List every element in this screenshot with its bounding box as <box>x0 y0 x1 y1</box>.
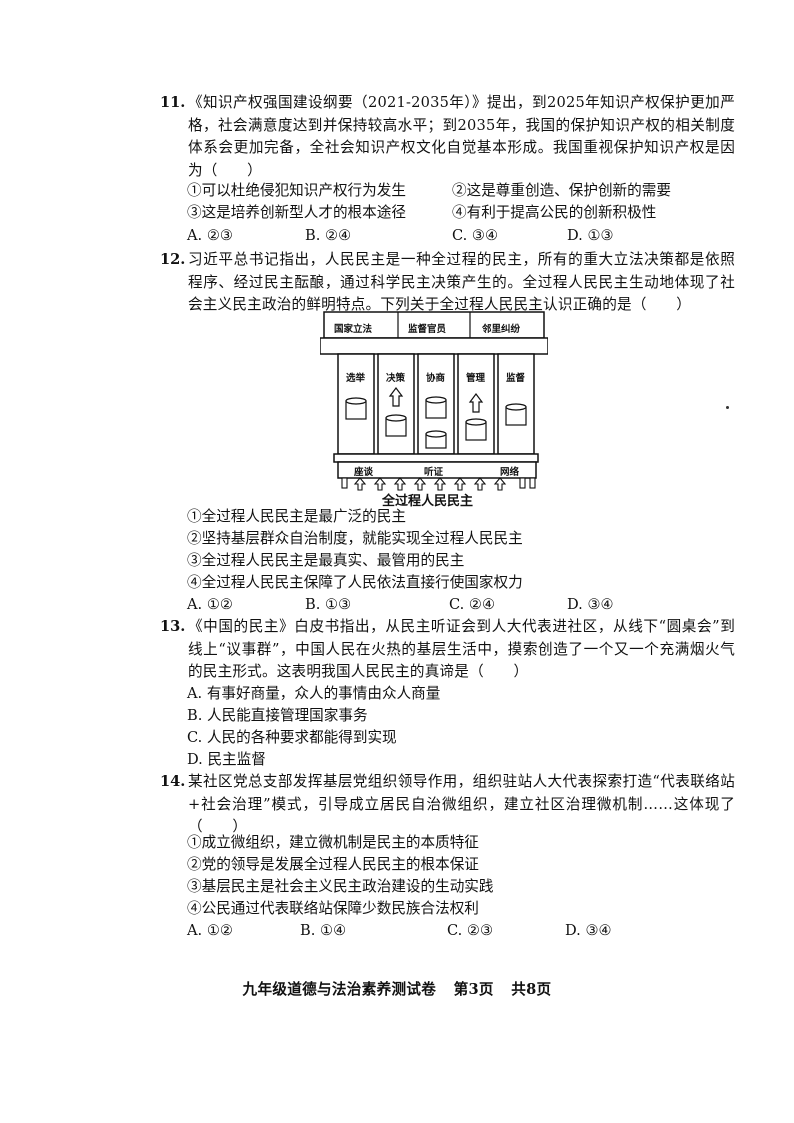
options-row: A. ①② B. ①③ C. ②④ D. ③④ <box>187 594 737 616</box>
option-c[interactable]: C. ②③ <box>447 922 494 939</box>
option-b[interactable]: B. ①③ <box>305 596 352 613</box>
option-b[interactable]: B. 人民能直接管理国家事务 <box>187 707 368 724</box>
question-text: 某社区党总支部发挥基层党组织领导作用，组织驻站人大代表探索打造“代表联络站+社会… <box>188 773 735 835</box>
house-diagram <box>319 311 549 491</box>
option-d[interactable]: D. ①③ <box>567 227 614 244</box>
pillar-label-consultation: 协商 <box>426 373 446 384</box>
statement-3: ③这是培养创新型人才的根本途径 <box>187 204 406 221</box>
statement-1: ①全过程人民民主是最广泛的民主 <box>187 508 406 525</box>
question-13: 13. 《中国的民主》白皮书指出，从民主听证会到人大代表进社区，从线下“圆桌会”… <box>160 616 735 684</box>
option-c[interactable]: C. ③④ <box>452 227 499 244</box>
option-d[interactable]: D. ③④ <box>565 922 612 939</box>
option-a[interactable]: A. 有事好商量，众人的事情由众人商量 <box>187 685 441 702</box>
question-number: 12. <box>160 251 186 268</box>
base-label-online: 网络 <box>500 467 520 478</box>
statement-3: ③全过程人民民主是最真实、最管用的民主 <box>187 552 465 569</box>
footer-title: 九年级道德与法治素养测试卷 <box>242 981 437 998</box>
options-row: A. ②③ B. ②④ C. ③④ D. ①③ <box>187 225 737 247</box>
option-a[interactable]: A. ②③ <box>187 227 233 244</box>
question-text: 《知识产权强国建设纲要（2021-2035年）》提出，到2025年知识产权保护更… <box>188 94 735 179</box>
statement-1: ①成立微组织，建立微机制是民主的本质特征 <box>187 834 479 851</box>
statement-2: ②这是尊重创造、保护创新的需要 <box>452 182 671 199</box>
option-a[interactable]: A. ①② <box>187 922 233 939</box>
statement-4: ④公民通过代表联络站保障少数民族合法权利 <box>187 900 479 917</box>
statement-4: ④全过程人民民主保障了人民依法直接行使国家权力 <box>187 574 523 591</box>
scan-speck <box>726 406 729 409</box>
diagram-caption: 全过程人民民主 <box>382 494 474 509</box>
question-number: 14. <box>160 773 186 790</box>
question-number: 13. <box>160 618 186 635</box>
footer-page: 第3页 <box>453 981 494 998</box>
pillar-label-election: 选举 <box>346 373 366 384</box>
question-11: 11. 《知识产权强国建设纲要（2021-2035年）》提出，到2025年知识产… <box>160 92 735 182</box>
question-text: 习近平总书记指出，人民民主是一种全过程的民主，所有的重大立法决策都是依照程序、经… <box>188 251 735 313</box>
base-label-forum: 座谈 <box>354 467 374 478</box>
option-b[interactable]: B. ②④ <box>305 227 352 244</box>
pillar-label-supervision: 监督 <box>506 373 526 384</box>
roof-label-disputes: 邻里纠纷 <box>482 324 521 335</box>
question-number: 11. <box>160 94 186 111</box>
option-d[interactable]: D. 民主监督 <box>187 751 266 768</box>
question-12: 12. 习近平总书记指出，人民民主是一种全过程的民主，所有的重大立法决策都是依照… <box>160 249 735 317</box>
statement-2: ②坚持基层群众自治制度，就能实现全过程人民民主 <box>187 530 523 547</box>
democracy-diagram: 国家立法 监督官员 邻里纠纷 选举 决策 协商 管理 监督 座谈 听证 网络 全… <box>319 308 549 509</box>
question-text: 《中国的民主》白皮书指出，从民主听证会到人大代表进社区，从线下“圆桌会”到线上“… <box>188 618 735 680</box>
base-label-hearing: 听证 <box>424 467 444 478</box>
roof-label-supervision: 监督官员 <box>408 324 447 335</box>
pillar-label-decision: 决策 <box>386 373 406 384</box>
pillar-label-management: 管理 <box>466 373 486 384</box>
options-row: A. ①② B. ①④ C. ②③ D. ③④ <box>187 920 737 942</box>
option-c[interactable]: C. 人民的各种要求都能得到实现 <box>187 729 397 746</box>
option-a[interactable]: A. ①② <box>187 596 233 613</box>
statement-4: ④有利于提高公民的创新积极性 <box>452 204 657 221</box>
page-footer: 九年级道德与法治素养测试卷 第3页 共8页 <box>0 978 794 999</box>
statement-2: ②党的领导是发展全过程人民民主的根本保证 <box>187 856 479 873</box>
statement-1: ①可以杜绝侵犯知识产权行为发生 <box>187 182 406 199</box>
question-14: 14. 某社区党总支部发挥基层党组织领导作用，组织驻站人大代表探索打造“代表联络… <box>160 771 735 839</box>
statement-3: ③基层民主是社会主义民主政治建设的生动实践 <box>187 878 494 895</box>
option-c[interactable]: C. ②④ <box>449 596 496 613</box>
option-b[interactable]: B. ①④ <box>300 922 347 939</box>
roof-label-legislation: 国家立法 <box>334 324 373 335</box>
footer-total: 共8页 <box>511 981 552 998</box>
option-d[interactable]: D. ③④ <box>567 596 614 613</box>
